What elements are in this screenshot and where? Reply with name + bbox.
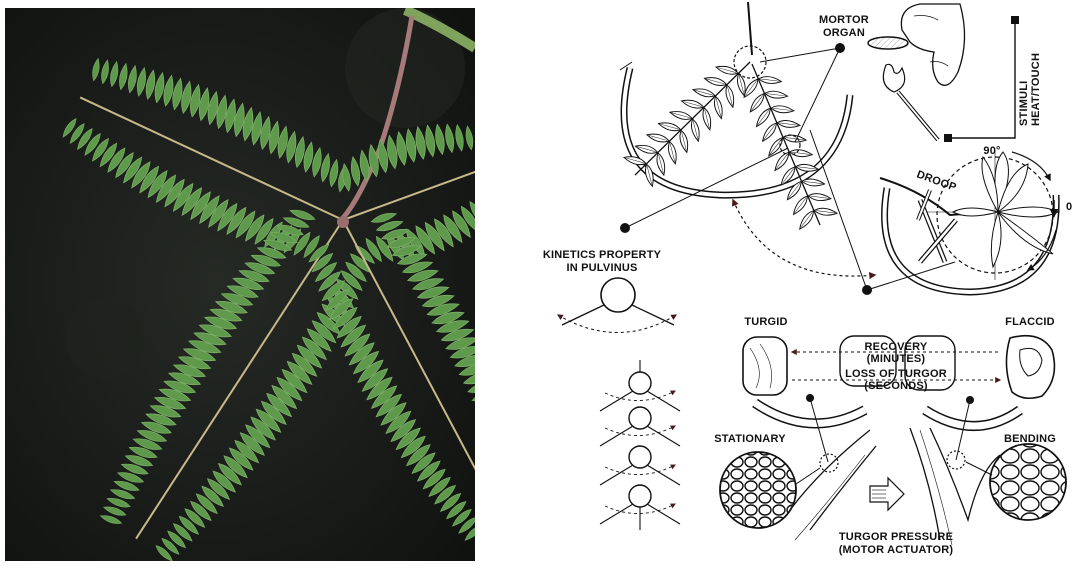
connection-dashed-arc xyxy=(733,200,875,276)
motor-organ-label-line1: MORTOR xyxy=(819,14,869,26)
pulvinus-kinetic-node xyxy=(558,278,676,333)
pulvinus-joint xyxy=(337,216,349,228)
flaccid-cell xyxy=(1006,336,1054,399)
kinetics-label-line1: KINETICS PROPERTY xyxy=(543,249,662,261)
process-arrow xyxy=(870,478,904,510)
recovery-label: RECOVERY xyxy=(865,341,928,353)
mimosa-leaf-photo xyxy=(5,8,475,561)
stimuli-label: STIMULI xyxy=(1018,81,1030,126)
bending-cell-tissue xyxy=(910,428,1066,545)
motor-actuator-label: (MOTOR ACTUATOR) xyxy=(839,544,954,556)
droop-motion-illustration xyxy=(880,150,1060,292)
angle-90-label: 90° xyxy=(983,145,1000,157)
stationary-label: STATIONARY xyxy=(714,433,786,445)
recovery-minutes-label: (MINUTES) xyxy=(867,353,926,365)
turgid-cell xyxy=(743,337,787,395)
motor-organ-label-line2: ORGAN xyxy=(823,27,865,39)
leaf-with-motor-organ xyxy=(620,2,850,233)
loss-seconds-label: (SECONDS) xyxy=(864,380,928,392)
stationary-cell-tissue xyxy=(720,430,876,540)
loss-label: LOSS OF TURGOR xyxy=(845,368,947,380)
droop-label: DROOP xyxy=(915,169,958,194)
turgor-pressure-label: TURGOR PRESSURE xyxy=(839,531,953,543)
hand-touch-illustration xyxy=(868,4,1019,142)
turgid-label: TURGID xyxy=(744,316,787,328)
pulvinus-chain xyxy=(600,360,680,530)
angle-0-label: 0° xyxy=(1066,201,1072,213)
heat-touch-label: HEAT/TOUCH xyxy=(1030,53,1042,126)
kinetics-label-line2: IN PULVINUS xyxy=(566,262,637,274)
flaccid-label: FLACCID xyxy=(1005,316,1055,328)
pulvinus-diagram: MORTOR ORGAN STIMULI HEAT/TOUCH xyxy=(520,0,1072,569)
